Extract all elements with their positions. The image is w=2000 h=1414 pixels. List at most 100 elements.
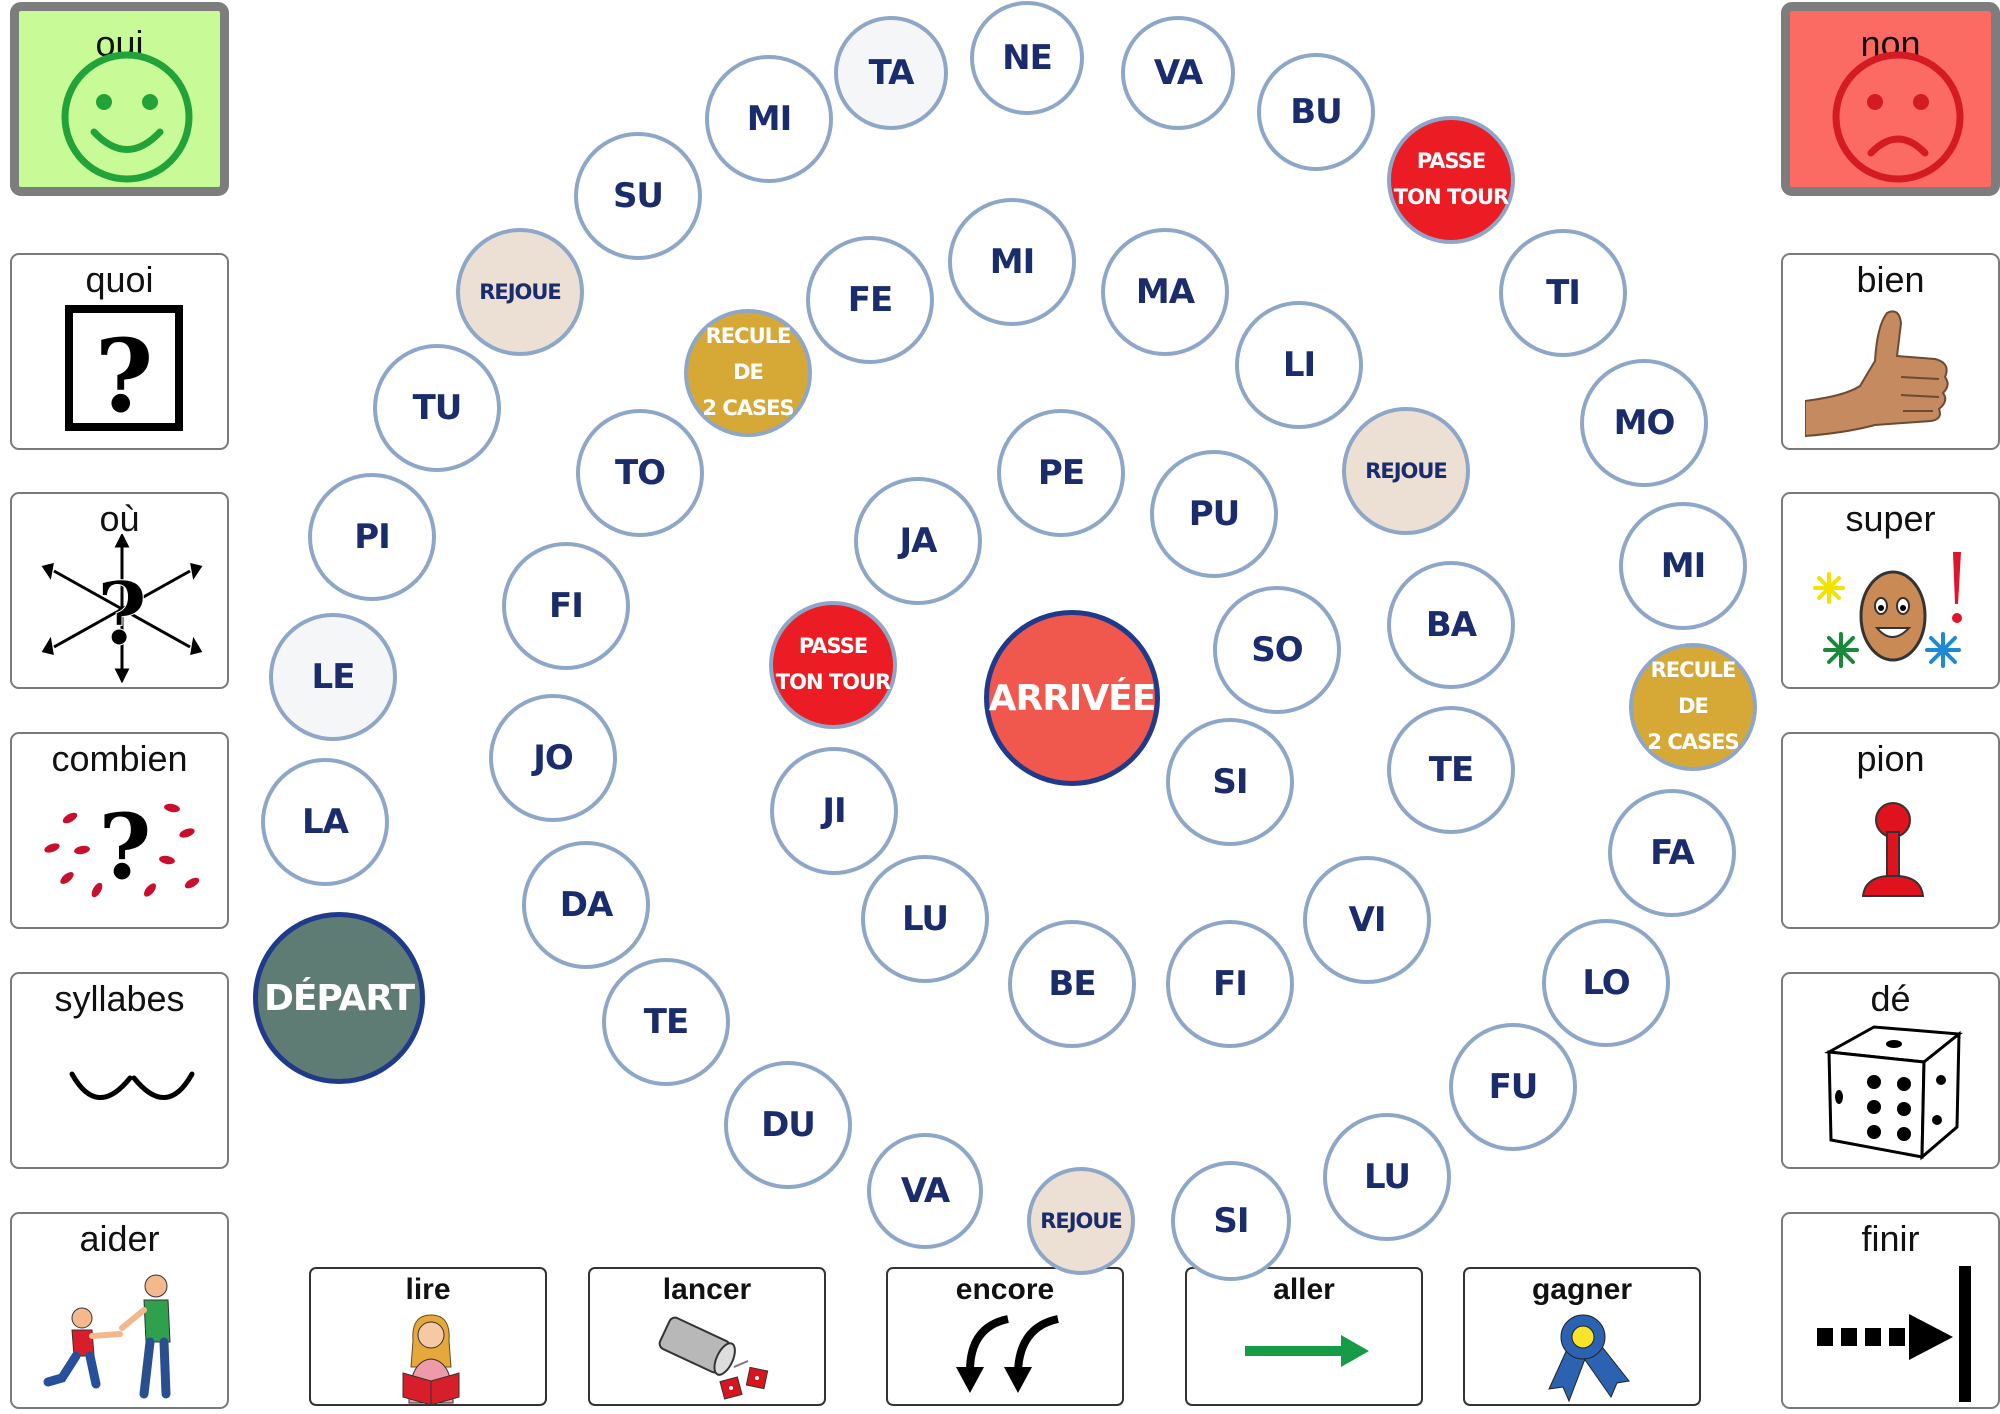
board-cell[interactable]: DA bbox=[522, 841, 650, 969]
cell-text: SI bbox=[1212, 762, 1248, 802]
card-lancer-label: lancer bbox=[662, 1273, 752, 1306]
board-cell[interactable]: VA bbox=[867, 1133, 983, 1249]
cell-text: TE bbox=[643, 1002, 689, 1042]
cell-text: SU bbox=[612, 176, 664, 216]
cell-text: MI bbox=[989, 242, 1035, 282]
board-cell[interactable]: TE bbox=[602, 958, 730, 1086]
board-cell[interactable]: BA bbox=[1387, 561, 1515, 689]
board-cell[interactable]: MI bbox=[1619, 502, 1747, 630]
card-syllabes-label: syllabes bbox=[54, 978, 185, 1019]
board-cell[interactable]: FA bbox=[1608, 789, 1736, 917]
question-arrows-icon: ? bbox=[41, 534, 203, 684]
smiley-happy-icon bbox=[61, 51, 193, 183]
start-cell[interactable]: DÉPART bbox=[253, 912, 425, 1084]
card-de[interactable]: dé bbox=[1781, 972, 2000, 1169]
board-cell[interactable]: FI bbox=[1166, 920, 1294, 1048]
board-cell[interactable]: LE bbox=[269, 613, 397, 741]
board-cell[interactable]: JI bbox=[770, 747, 898, 875]
cell-text: RECULE DE 2 CASES bbox=[1647, 658, 1739, 754]
board-cell[interactable]: MI bbox=[705, 55, 833, 183]
svg-text:?: ? bbox=[95, 317, 154, 435]
play-again-cell[interactable]: REJOUE bbox=[1342, 407, 1470, 535]
board-cell[interactable]: LU bbox=[861, 855, 989, 983]
board-cell[interactable]: SI bbox=[1166, 718, 1294, 846]
board-cell[interactable]: BU bbox=[1257, 53, 1375, 171]
cell-text: REJOUE bbox=[479, 280, 562, 304]
card-encore[interactable]: encore bbox=[886, 1267, 1124, 1406]
board-cell[interactable]: PE bbox=[997, 409, 1125, 537]
question-box-icon: ? bbox=[65, 305, 183, 435]
card-bien-label: bien bbox=[1856, 259, 1925, 300]
card-non[interactable]: non bbox=[1781, 2, 2000, 196]
card-ou-label: où bbox=[99, 498, 140, 539]
board-cell[interactable]: LO bbox=[1542, 919, 1670, 1047]
board-cell[interactable]: FE bbox=[806, 236, 934, 364]
board-cell[interactable]: MI bbox=[948, 198, 1076, 326]
move-back-cell[interactable]: RECULE DE 2 CASES bbox=[684, 309, 812, 437]
board-cell[interactable]: TE bbox=[1387, 706, 1515, 834]
board-cell[interactable]: BE bbox=[1008, 920, 1136, 1048]
card-ou[interactable]: où ? bbox=[10, 492, 229, 689]
green-arrow-icon bbox=[1245, 1335, 1369, 1367]
skip-turn-cell[interactable]: PASSE TON TOUR bbox=[769, 601, 897, 729]
cell-text: DA bbox=[559, 885, 614, 925]
board-cell[interactable]: JA bbox=[854, 477, 982, 605]
board-cell[interactable]: PU bbox=[1150, 450, 1278, 578]
card-finir[interactable]: finir bbox=[1781, 1212, 2000, 1409]
card-aider[interactable]: aider bbox=[10, 1212, 229, 1409]
smiley-sad-icon bbox=[1832, 51, 1964, 183]
helping-people-icon bbox=[43, 1274, 171, 1399]
board-cell[interactable]: SI bbox=[1171, 1161, 1291, 1281]
board-cell[interactable]: LI bbox=[1235, 301, 1363, 429]
question-dots-icon: ? bbox=[44, 794, 200, 900]
card-gagner[interactable]: gagner bbox=[1463, 1267, 1701, 1406]
card-pion-label: pion bbox=[1856, 738, 1925, 779]
cell-text: FI bbox=[1213, 964, 1248, 1004]
svg-text:?: ? bbox=[99, 794, 152, 900]
card-lancer[interactable]: lancer bbox=[588, 1267, 826, 1406]
card-combien[interactable]: combien ? bbox=[10, 732, 229, 929]
board-cell[interactable]: MO bbox=[1580, 359, 1708, 487]
card-oui[interactable]: oui bbox=[10, 2, 229, 196]
card-bien[interactable]: bien bbox=[1781, 253, 2000, 450]
card-lire[interactable]: lire bbox=[309, 1267, 547, 1406]
cell-text: VA bbox=[900, 1171, 950, 1211]
board-cell[interactable]: VI bbox=[1303, 856, 1431, 984]
board-cell[interactable]: TU bbox=[373, 344, 501, 472]
board-cell[interactable]: LU bbox=[1323, 1113, 1451, 1241]
play-again-cell[interactable]: REJOUE bbox=[1027, 1167, 1135, 1275]
cell-text: LU bbox=[1363, 1157, 1411, 1197]
board-cell[interactable]: SO bbox=[1213, 586, 1341, 714]
board-cell[interactable]: NE bbox=[970, 1, 1084, 115]
finish-cell[interactable]: ARRIVÉE bbox=[984, 610, 1160, 786]
board-cell[interactable]: TA bbox=[834, 16, 948, 130]
board-cell[interactable]: DU bbox=[724, 1061, 852, 1189]
board-cell[interactable]: FI bbox=[502, 542, 630, 670]
svg-text:?: ? bbox=[97, 564, 147, 665]
cell-text: LE bbox=[311, 657, 356, 697]
cell-text: SO bbox=[1251, 630, 1303, 670]
cell-text: PASSE TON TOUR bbox=[775, 634, 891, 694]
board-cell[interactable]: SU bbox=[574, 132, 702, 260]
board-cell[interactable]: PI bbox=[308, 473, 436, 601]
board-cell[interactable]: LA bbox=[261, 758, 389, 886]
board-cell[interactable]: MA bbox=[1101, 228, 1229, 356]
skip-turn-cell[interactable]: PASSE TON TOUR bbox=[1387, 116, 1515, 244]
card-pion[interactable]: pion bbox=[1781, 732, 2000, 929]
board-cell[interactable]: VA bbox=[1121, 16, 1235, 130]
card-combien-label: combien bbox=[51, 738, 188, 779]
board-cell[interactable]: JO bbox=[489, 694, 617, 822]
board-cell[interactable]: FU bbox=[1449, 1023, 1577, 1151]
cell-text: NE bbox=[1002, 38, 1053, 78]
board-cell[interactable]: TI bbox=[1499, 229, 1627, 357]
board-cell[interactable]: TO bbox=[576, 409, 704, 537]
play-again-cell[interactable]: REJOUE bbox=[456, 228, 584, 356]
card-quoi[interactable]: quoi ? bbox=[10, 253, 229, 450]
card-aller[interactable]: aller bbox=[1185, 1267, 1423, 1406]
cell-text: JA bbox=[899, 521, 938, 561]
move-back-cell[interactable]: RECULE DE 2 CASES bbox=[1629, 643, 1757, 771]
card-syllabes[interactable]: syllabes bbox=[10, 972, 229, 1169]
cell-text: ARRIVÉE bbox=[988, 677, 1157, 719]
card-super[interactable]: super bbox=[1781, 492, 2000, 689]
